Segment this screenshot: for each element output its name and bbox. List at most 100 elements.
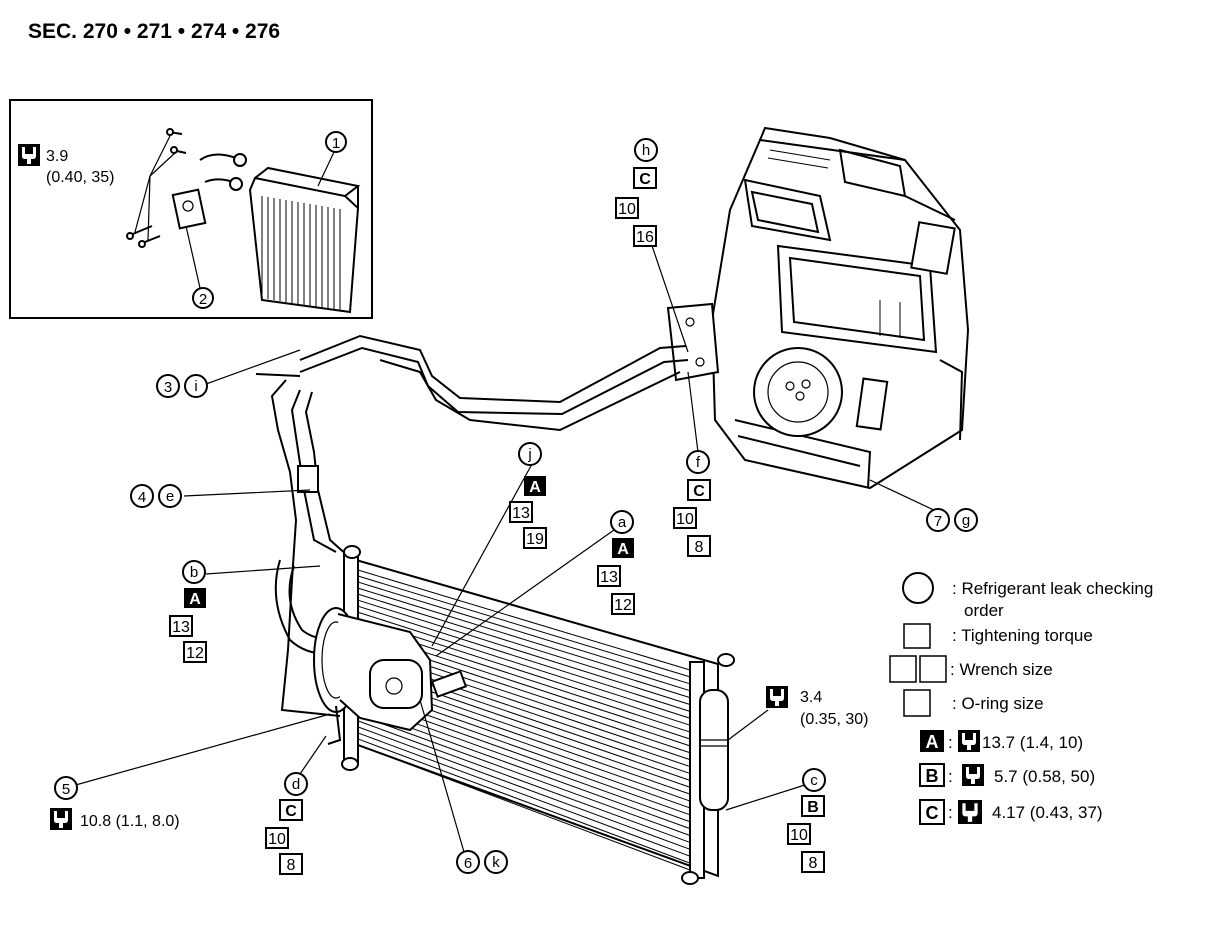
condenser-fin-line: [357, 569, 691, 671]
callout-b: [182, 560, 206, 584]
callout-4-label: 4: [138, 489, 146, 506]
h-wrench-box: [615, 197, 639, 219]
condenser-fin-line: [357, 575, 691, 678]
a-oring-label: 12: [614, 597, 632, 614]
callout-d-label: d: [292, 776, 300, 793]
legend-B-value: 5.7 (0.58, 50): [994, 767, 1095, 786]
torque-5-value: 10.8 (1.1, 8.0): [80, 813, 180, 830]
b-oring-label: 12: [186, 645, 204, 662]
callout-d: [284, 772, 308, 796]
callout-j-label: j: [527, 446, 531, 463]
d-torque-label: C: [285, 803, 297, 820]
callout-g-label: g: [962, 512, 970, 529]
c-oring-label: 8: [809, 855, 818, 872]
callout-j: [518, 442, 542, 466]
f-torque-label: C: [693, 483, 705, 500]
callout-3: [156, 374, 180, 398]
callout-f: [686, 450, 710, 474]
expansion-valve: [126, 128, 247, 248]
callout-c: [802, 768, 826, 792]
f-wrench-label: 10: [676, 511, 694, 528]
callout-h-label: h: [642, 142, 650, 159]
callout-5-label: 5: [62, 781, 70, 798]
callout-g: [954, 508, 978, 532]
j-torque-box: [524, 476, 546, 496]
legend-B-box: [919, 763, 945, 787]
a-wrench-label: 13: [600, 569, 618, 586]
legend-A-colon: :: [948, 733, 953, 752]
legend-tightening: : Tightening torque: [952, 626, 1093, 645]
c-wrench-label: 10: [790, 827, 808, 844]
callout-b-label: b: [190, 564, 198, 581]
torque-34-value: 3.4: [800, 689, 822, 706]
j-wrench-box: [509, 501, 533, 523]
condenser-fin-line: [357, 732, 691, 857]
legend-A-wrench-icon: [958, 730, 980, 752]
legend-B-colon: :: [948, 767, 953, 786]
condenser-fin-line: [357, 726, 691, 850]
d-oring-box: [279, 853, 303, 875]
j-torque-label: A: [529, 479, 541, 496]
legend-leak-line2: order: [964, 601, 1004, 620]
condenser-fin-line: [357, 708, 691, 830]
legend-wrench: : Wrench size: [950, 660, 1053, 679]
callout-a: [610, 510, 634, 534]
b-wrench-label: 13: [172, 619, 190, 636]
d-torque-box: [279, 799, 303, 821]
callout-2-label: 2: [199, 291, 207, 308]
legend-B-key: B: [926, 766, 939, 786]
torque-34-alt: (0.35, 30): [800, 711, 868, 728]
b-wrench-box: [169, 615, 193, 637]
legend-A-value: 13.7 (1.4, 10): [982, 733, 1083, 752]
torque-wrench-icon-5: [50, 808, 72, 830]
c-wrench-box: [787, 823, 811, 845]
h-torque-box: [633, 167, 657, 189]
c-oring-box: [801, 851, 825, 873]
a-wrench-box: [597, 565, 621, 587]
d-oring-label: 8: [287, 857, 296, 874]
f-oring-box: [687, 535, 711, 557]
legend-A-key: A: [926, 732, 939, 752]
callout-k: [484, 850, 508, 874]
callout-7: [926, 508, 950, 532]
condenser-fin-line: [357, 714, 691, 836]
legend-wrench-box-2: [919, 655, 947, 683]
compressor: [313, 607, 468, 745]
h-oring-box: [633, 225, 657, 247]
callout-a-label: a: [618, 514, 627, 531]
legend-oring: : O-ring size: [952, 694, 1044, 713]
d-wrench-label: 10: [268, 831, 286, 848]
callout-e: [158, 484, 182, 508]
j-oring-box: [523, 527, 547, 549]
a-torque-label: A: [617, 541, 629, 558]
legend-C-box: [919, 799, 945, 825]
callout-6-label: 6: [464, 855, 472, 872]
callout-e-label: e: [166, 488, 174, 505]
legend-B-wrench-icon: [962, 764, 984, 786]
callout-2: [192, 287, 214, 309]
heater-blower-unit: [666, 126, 970, 490]
callout-c-label: c: [810, 772, 818, 789]
callout-h: [634, 138, 658, 162]
callout-1: [325, 131, 347, 153]
b-torque-label: A: [189, 591, 201, 608]
a-torque-box: [612, 538, 634, 558]
h-oring-label: 16: [636, 229, 654, 246]
legend: : Refrigerant leak checking order : Tigh…: [889, 572, 1153, 825]
condenser-fin-line: [357, 611, 691, 719]
condenser-fin-line: [357, 605, 691, 712]
callout-1-label: 1: [332, 135, 340, 152]
f-torque-box: [687, 479, 711, 501]
section-title: SEC. 270 • 271 • 274 • 276: [28, 20, 280, 43]
callout-7-label: 7: [934, 513, 942, 530]
b-torque-box: [184, 588, 206, 608]
legend-oring-box: [903, 689, 931, 717]
torque-wrench-icon-34: [766, 686, 788, 708]
a-oring-box: [611, 593, 635, 615]
c-torque-label: B: [807, 799, 819, 816]
evaporator-filter: [248, 166, 361, 314]
f-oring-label: 8: [695, 539, 704, 556]
leader-lines: [71, 227, 939, 853]
callout-5: [54, 776, 78, 800]
h-wrench-label: 10: [618, 201, 636, 218]
